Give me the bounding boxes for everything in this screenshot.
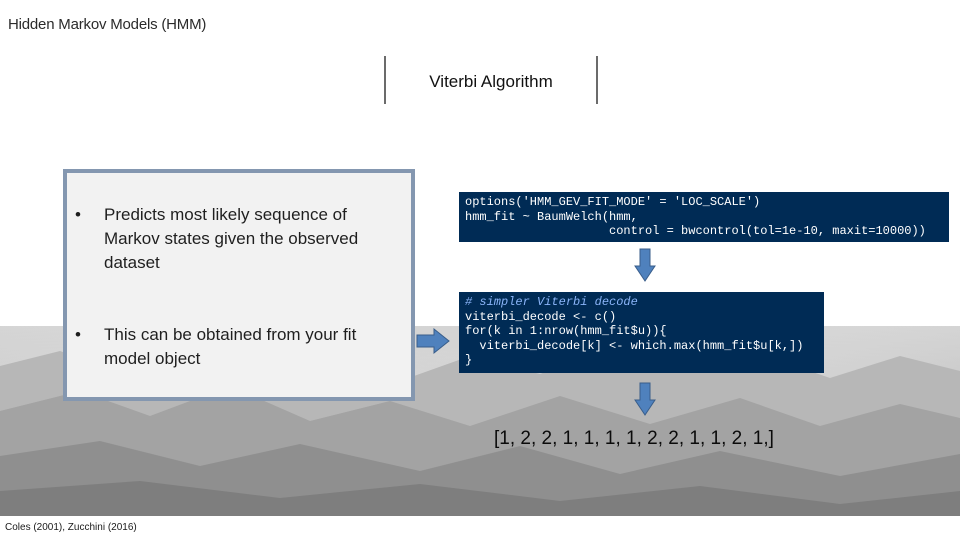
- bullet-box: • Predicts most likely sequence of Marko…: [63, 169, 415, 401]
- code-block-viterbi: # simpler Viterbi decode viterbi_decode …: [459, 292, 824, 373]
- arrow-down-icon: [634, 382, 656, 416]
- code-comment: # simpler Viterbi decode: [465, 295, 638, 309]
- divider-right: [596, 56, 598, 104]
- viterbi-result-sequence: [1, 2, 2, 1, 1, 1, 1, 2, 2, 1, 1, 2, 1,]: [494, 428, 774, 449]
- bullet-text: This can be obtained from your fit model…: [104, 325, 357, 368]
- bullet-text: Predicts most likely sequence of Markov …: [104, 205, 359, 272]
- code-line: hmm_fit ~ BaumWelch(hmm,: [465, 209, 638, 224]
- code-block-fit: options('HMM_GEV_FIT_MODE' = 'LOC_SCALE'…: [459, 192, 949, 242]
- code-line: }: [465, 353, 473, 367]
- divider-left: [384, 56, 386, 104]
- arrow-right-icon: [416, 327, 450, 355]
- code-line: for(k in 1:nrow(hmm_fit$u)){: [465, 324, 667, 338]
- bullet-marker: •: [75, 325, 81, 344]
- bullet-marker: •: [75, 205, 81, 224]
- section-subtitle: Viterbi Algorithm: [429, 72, 553, 91]
- arrow-down-icon: [634, 248, 656, 282]
- citation: Coles (2001), Zucchini (2016): [5, 522, 137, 533]
- code-line: options('HMM_GEV_FIT_MODE' = 'LOC_SCALE'…: [465, 195, 761, 209]
- code-line: viterbi_decode <- c(): [465, 309, 617, 324]
- code-line: viterbi_decode[k] <- which.max(hmm_fit$u…: [465, 338, 804, 353]
- bullet-item-2: • This can be obtained from your fit mod…: [75, 323, 395, 371]
- page-title: Hidden Markov Models (HMM): [8, 16, 207, 33]
- code-line: control = bwcontrol(tol=1e-10, maxit=100…: [465, 224, 926, 238]
- bullet-item-1: • Predicts most likely sequence of Marko…: [75, 203, 395, 275]
